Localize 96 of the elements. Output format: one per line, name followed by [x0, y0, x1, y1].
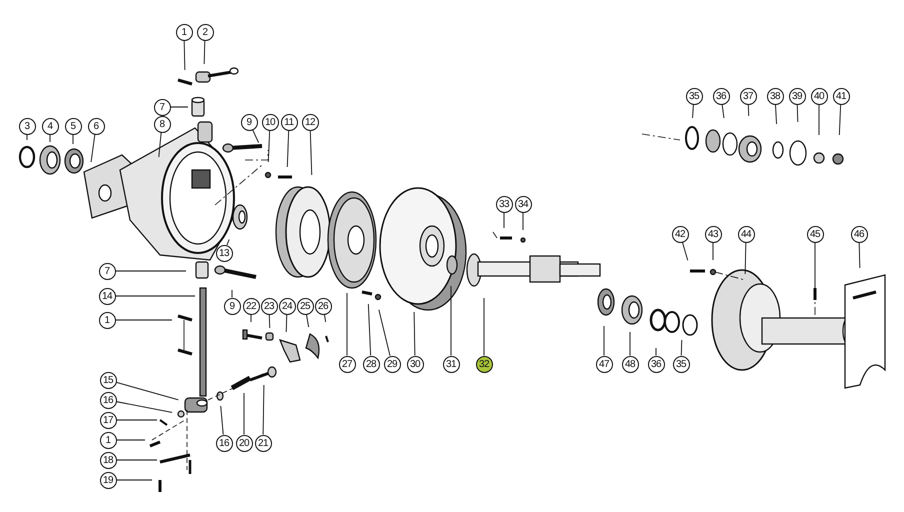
leader-line — [306, 314, 310, 328]
leader-line — [252, 129, 260, 144]
callout-number: 43 — [704, 226, 722, 242]
callout-number: 48 — [622, 356, 638, 372]
callout-number: 19 — [100, 472, 116, 488]
leader-line — [310, 130, 312, 176]
leader-line — [346, 292, 348, 356]
leader-line — [204, 40, 206, 64]
leader-line — [250, 314, 252, 322]
callout-number: 6 — [88, 118, 104, 134]
leader-line — [116, 401, 173, 413]
leader-line — [378, 309, 390, 356]
callout-number: 36 — [648, 356, 664, 372]
callout-number: 17 — [100, 412, 116, 428]
leader-line — [115, 270, 186, 272]
callout-number: 8 — [154, 116, 170, 132]
callout-number: 22 — [242, 298, 260, 314]
callout-number: 21 — [254, 434, 272, 452]
leader-line — [744, 242, 746, 274]
callout-number: 41 — [832, 88, 850, 104]
callout-number: 33 — [496, 196, 512, 212]
leader-line — [692, 104, 694, 118]
callout-number: 7 — [98, 262, 116, 280]
leader-line — [682, 242, 688, 261]
leader-line — [268, 314, 270, 328]
leader-line — [26, 134, 28, 140]
leader-line — [262, 384, 264, 435]
callout-number: 4 — [42, 118, 58, 134]
callout-number: 1 — [98, 312, 116, 328]
leader-line — [775, 104, 777, 124]
callout-number: 12 — [302, 114, 318, 130]
callout-number: 11 — [280, 114, 298, 130]
callout-number: 28 — [362, 356, 380, 372]
callout-number: 16 — [216, 434, 232, 452]
callout-number: 15 — [100, 372, 116, 388]
callout-number: 36 — [712, 88, 730, 104]
leader-line — [450, 286, 452, 356]
leader-line — [796, 104, 798, 122]
callout-number: 29 — [384, 356, 400, 372]
callout-number: 27 — [338, 356, 356, 372]
callout-number: 1 — [100, 432, 116, 448]
callout-number: 26 — [314, 298, 332, 314]
leader-line — [522, 212, 524, 230]
leader-line — [838, 104, 842, 136]
callout-number: 31 — [442, 356, 460, 372]
callout-number: 42 — [672, 226, 688, 242]
leader-line — [712, 242, 714, 260]
leader-line — [680, 340, 682, 356]
callout-number: 2 — [196, 24, 214, 40]
leader-line — [368, 304, 372, 356]
callout-number: 9 — [224, 298, 240, 314]
leader-line — [722, 104, 724, 119]
callout-number: 40 — [810, 88, 828, 104]
callout-number: 7 — [154, 98, 170, 116]
callout-number: 16 — [100, 392, 116, 408]
leader-line — [814, 242, 816, 288]
leader-line — [748, 104, 750, 116]
leader-line — [324, 314, 326, 323]
callout-number: 37 — [740, 88, 756, 104]
callout-number: 47 — [596, 356, 612, 372]
callout-number: 18 — [100, 452, 116, 468]
callout-number: 45 — [806, 226, 824, 242]
leader-line — [158, 132, 162, 158]
callout-number: 34 — [514, 196, 532, 212]
leader-line — [414, 312, 416, 356]
callout-number: 25 — [296, 298, 314, 314]
callout-number: 24 — [278, 298, 296, 314]
callout-number: 5 — [64, 118, 82, 134]
leader-line — [226, 239, 230, 246]
leader-line — [220, 406, 224, 435]
leader-line — [858, 242, 860, 268]
callout-number: 14 — [98, 288, 116, 304]
callout-number: 38 — [766, 88, 784, 104]
callout-number: 35 — [672, 356, 690, 372]
callout-number: 32 — [476, 356, 492, 372]
callout-number: 23 — [260, 298, 278, 314]
leader-line — [90, 134, 96, 163]
leader-line — [184, 40, 186, 70]
callout-number: 3 — [18, 118, 36, 134]
callout-number: 30 — [406, 356, 424, 372]
leader-line — [818, 104, 820, 136]
leader-line — [286, 130, 290, 168]
callout-number: 10 — [262, 114, 278, 130]
leader-line — [286, 314, 288, 332]
callout-number: 39 — [788, 88, 806, 104]
callout-number: 35 — [686, 88, 702, 104]
callout-number: 20 — [236, 434, 252, 452]
callout-number: 1 — [176, 24, 192, 40]
callout-number: 9 — [240, 114, 258, 130]
callout-number: 46 — [850, 226, 868, 242]
leader-line — [72, 134, 74, 144]
leader-line — [268, 130, 270, 162]
callout-number: 44 — [738, 226, 754, 242]
leader-line — [116, 382, 179, 400]
leader-line — [170, 106, 188, 108]
callout-number: 13 — [216, 244, 232, 262]
